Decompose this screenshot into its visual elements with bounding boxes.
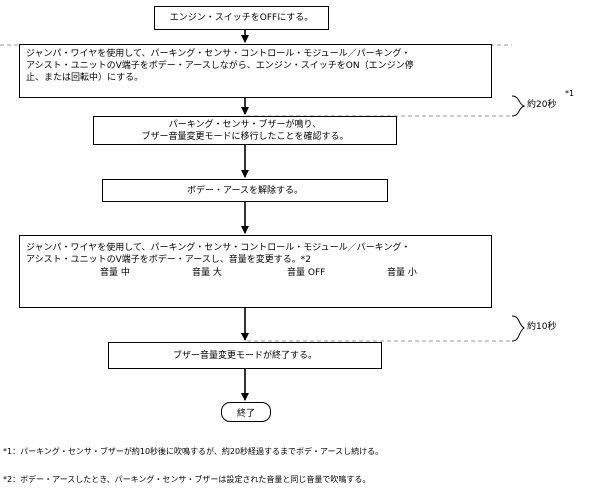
volume-high-label: 音量 大 (192, 268, 222, 278)
end-terminator: 終了 (221, 402, 271, 422)
step-ground-terminal-ignition-on: ジャンパ・ワイヤを使用して、パーキング・センサ・コントロール・モジュール／パーキ… (19, 44, 492, 98)
step-release-ground: ボデー・アースを解除する。 (102, 179, 388, 202)
timing-footnote-mark: *1 (565, 89, 575, 98)
volume-off-label: 音量 OFF (287, 268, 326, 278)
timing-label-20s: 約20秒 (527, 100, 557, 110)
step-volume-mode-ends: ブザー音量変更モードが終了する。 (108, 342, 382, 369)
footnote-2: *2：ボデー・アースしたとき、パーキング・センサ・ブザーは設定された音量と同じ音… (3, 475, 371, 484)
volume-low-label: 音量 小 (387, 268, 417, 278)
timing-braces (511, 95, 526, 342)
step-change-volume-panel: ジャンパ・ワイヤを使用して、パーキング・センサ・コントロール・モジュール／パーキ… (19, 235, 492, 308)
footnote-1: *1：パーキング・センサ・ブザーが約10秒後に吹鳴するが、約20秒経過するまでボ… (3, 447, 384, 456)
step-confirm-volume-mode: パーキング・センサ・ブザーが鳴り、 ブザー音量変更モードに移行したことを確認する… (93, 116, 397, 145)
timing-label-10s: 約10秒 (527, 322, 557, 332)
step-engine-switch-off: エンジン・スイッチをOFFにする。 (154, 6, 329, 30)
volume-medium-label: 音量 中 (100, 268, 130, 278)
